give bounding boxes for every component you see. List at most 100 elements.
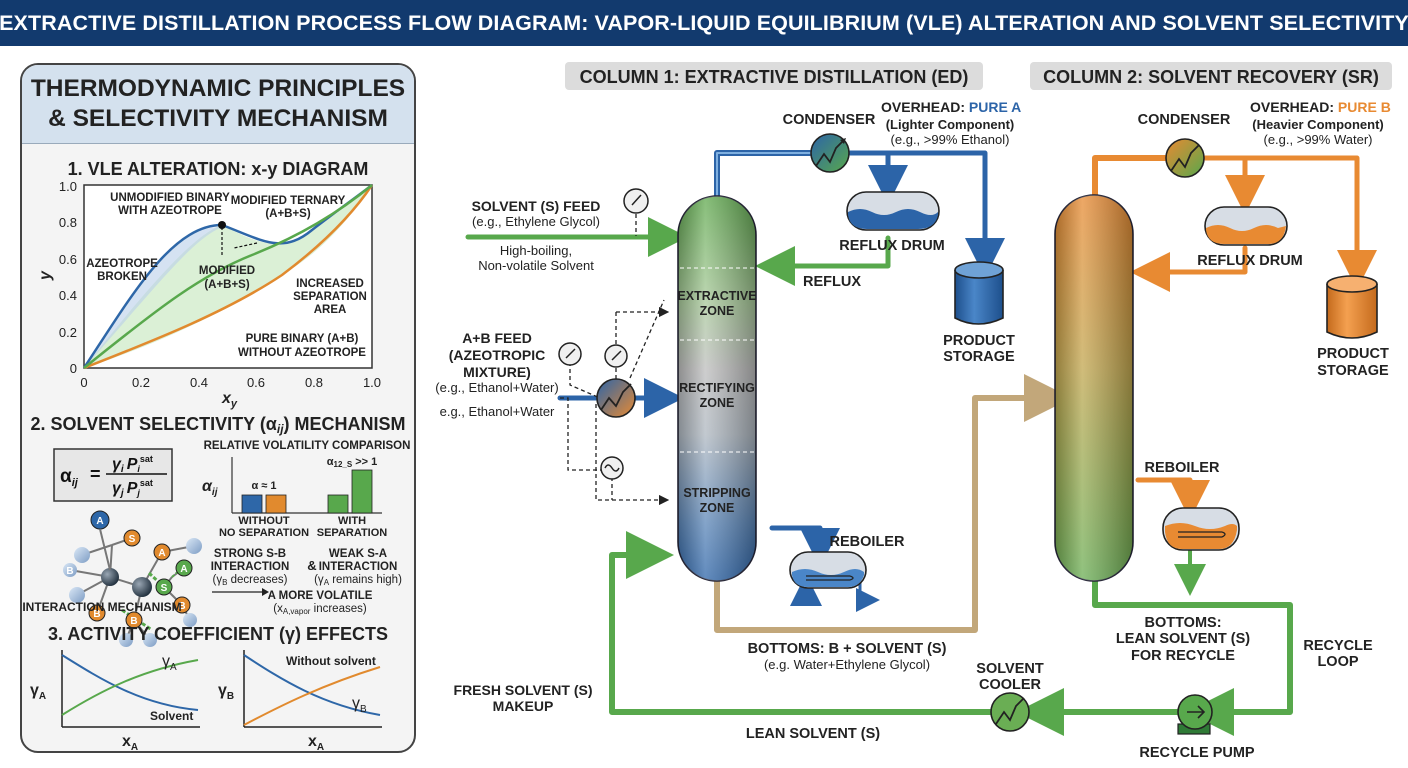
svg-text:αij: αij bbox=[60, 466, 79, 489]
product-storage-icon bbox=[954, 261, 1004, 325]
svg-text:0.8: 0.8 bbox=[305, 375, 323, 390]
lean-solvent-label: LEAN SOLVENT (S) bbox=[746, 726, 880, 742]
svg-text:Without solvent: Without solvent bbox=[286, 654, 376, 668]
page-title: EXTRACTIVE DISTILLATION PROCESS FLOW DIA… bbox=[0, 0, 1408, 46]
svg-text:0.8: 0.8 bbox=[59, 215, 77, 230]
rv-ylabel: αij bbox=[202, 478, 218, 498]
reflux-drum1-label: REFLUX DRUM bbox=[839, 238, 945, 254]
panel-header-line2: & SELECTIVITY MECHANISM bbox=[48, 105, 388, 132]
bottoms-pipe bbox=[714, 374, 1072, 633]
svg-text:BROKEN: BROKEN bbox=[97, 271, 147, 283]
svg-text:A: A bbox=[158, 548, 165, 559]
column1-header: COLUMN 1: EXTRACTIVE DISTILLATION (ED) bbox=[580, 67, 969, 87]
rv-labels: α ≈ 1 α12_S >> 1 WITHOUT NO SEPARATION W… bbox=[219, 456, 387, 539]
svg-text:ZONE: ZONE bbox=[700, 304, 735, 318]
column1-header-bg bbox=[565, 62, 983, 90]
interaction-molecules: A A A S S B B B B bbox=[63, 510, 202, 647]
recycle-loop-pipe bbox=[1092, 577, 1293, 736]
modified-ternary-curve bbox=[83, 184, 373, 369]
svg-text:SEPARATION: SEPARATION bbox=[293, 291, 367, 303]
heat-exchanger-icon bbox=[596, 378, 636, 418]
svg-text:0.6: 0.6 bbox=[247, 375, 265, 390]
product-storage1-line1: PRODUCT bbox=[943, 333, 1015, 349]
rv-bar-without-a bbox=[241, 494, 263, 514]
product-storage-icon bbox=[1326, 275, 1378, 339]
svg-text:STRONG S-B: STRONG S-B bbox=[214, 548, 286, 560]
bottoms1-label: BOTTOMS: B + SOLVENT (S) bbox=[748, 641, 947, 657]
svg-text:INTERACTION: INTERACTION bbox=[211, 561, 290, 573]
svg-text:PURE BINARY (A+B): PURE BINARY (A+B) bbox=[246, 333, 359, 345]
product-storage2-line1: PRODUCT bbox=[1317, 346, 1389, 362]
svg-text:FOR RECYCLE: FOR RECYCLE bbox=[1131, 648, 1235, 664]
column2-header-bg bbox=[1030, 62, 1392, 90]
svg-text:NO SEPARATION: NO SEPARATION bbox=[219, 527, 309, 539]
reflux-pipe bbox=[755, 235, 891, 286]
solvent-feed-title: SOLVENT (S) FEED bbox=[472, 198, 601, 214]
svg-text:xA: xA bbox=[122, 733, 138, 751]
recycle-pump-label: RECYCLE PUMP bbox=[1139, 745, 1255, 761]
column2-header: COLUMN 2: SOLVENT RECOVERY (SR) bbox=[1043, 67, 1379, 87]
svg-text:(A+B+S): (A+B+S) bbox=[265, 208, 311, 220]
selectivity-formula-box bbox=[53, 448, 173, 502]
condenser-icon bbox=[1165, 138, 1205, 178]
svg-text:UNMODIFIED BINARY: UNMODIFIED BINARY bbox=[110, 192, 230, 204]
svg-text:0.4: 0.4 bbox=[190, 375, 208, 390]
ab-feed-example2: e.g., Ethanol+Water bbox=[440, 404, 555, 419]
x-axis-label: xy bbox=[221, 390, 238, 410]
svg-text:A MORE VOLATILE: A MORE VOLATILE bbox=[268, 590, 373, 602]
overhead-b-label: OVERHEAD: PURE B bbox=[1250, 99, 1391, 115]
svg-text:S: S bbox=[161, 583, 168, 594]
panel-header: THERMODYNAMIC PRINCIPLES & SELECTIVITY M… bbox=[22, 65, 414, 144]
gamma-b-plot: γB Without solvent γB xA bbox=[218, 650, 382, 751]
section3-title: 3. ACTIVITY COEFFICIENT (γ) EFFECTS bbox=[48, 624, 388, 644]
pressure-gauge-icon bbox=[623, 188, 649, 214]
overhead-b-sub1: (Heavier Component) bbox=[1252, 117, 1383, 132]
reboiler1-label: REBOILER bbox=[830, 534, 905, 550]
svg-text:A+B FEED: A+B FEED bbox=[462, 330, 532, 346]
pure-binary-curve bbox=[83, 184, 374, 370]
svg-text:EXTRACTIVE: EXTRACTIVE bbox=[677, 289, 756, 303]
svg-text:WITHOUT: WITHOUT bbox=[238, 515, 290, 527]
svg-text:γB: γB bbox=[218, 682, 234, 702]
condenser2-label: CONDENSER bbox=[1138, 112, 1231, 128]
svg-text:=: = bbox=[90, 464, 101, 484]
section1-title: 1. VLE ALTERATION: x-y DIAGRAM bbox=[68, 159, 369, 179]
svg-text:(A+B+S): (A+B+S) bbox=[204, 279, 250, 291]
solvent-feed-example: (e.g., Ethylene Glycol) bbox=[472, 214, 600, 229]
pressure-gauge-icon bbox=[604, 344, 628, 368]
svg-text:0: 0 bbox=[70, 361, 77, 376]
svg-text:LEAN SOLVENT (S): LEAN SOLVENT (S) bbox=[1116, 631, 1250, 647]
rv-bar-with-s bbox=[351, 469, 373, 514]
overhead-a-label: OVERHEAD: PURE A bbox=[881, 99, 1021, 115]
xy-annotations: UNMODIFIED BINARY WITH AZEOTROPE MODIFIE… bbox=[86, 192, 367, 359]
svg-text:0.6: 0.6 bbox=[59, 252, 77, 267]
svg-text:1.0: 1.0 bbox=[59, 179, 77, 194]
bottoms2-labels: BOTTOMS: LEAN SOLVENT (S) FOR RECYCLE bbox=[1116, 615, 1250, 664]
svg-text:A: A bbox=[180, 564, 187, 575]
svg-text:MODIFIED: MODIFIED bbox=[199, 265, 255, 277]
solvent-feed-desc2: Non-volatile Solvent bbox=[478, 258, 594, 273]
svg-text:0.4: 0.4 bbox=[59, 288, 77, 303]
increased-separation-area bbox=[84, 185, 372, 368]
svg-text:0: 0 bbox=[80, 375, 87, 390]
bottoms1-example: (e.g. Water+Ethylene Glycol) bbox=[764, 657, 930, 672]
svg-text:SEPARATION: SEPARATION bbox=[317, 527, 388, 539]
svg-text:B: B bbox=[66, 566, 73, 577]
overhead-a-sub1: (Lighter Component) bbox=[886, 117, 1015, 132]
svg-text:A: A bbox=[96, 516, 103, 527]
panel-header-line1: THERMODYNAMIC PRINCIPLES bbox=[30, 75, 406, 102]
thermodynamic-principles-panel: THERMODYNAMIC PRINCIPLES & SELECTIVITY M… bbox=[20, 63, 416, 753]
svg-text:0.2: 0.2 bbox=[132, 375, 150, 390]
svg-text:S: S bbox=[129, 534, 136, 545]
reflux-drum-icon bbox=[846, 191, 940, 231]
condenser1-label: CONDENSER bbox=[783, 112, 876, 128]
svg-text:WITHOUT AZEOTROPE: WITHOUT AZEOTROPE bbox=[238, 347, 366, 359]
overhead-vapor-pipe bbox=[714, 150, 813, 199]
svg-text:B: B bbox=[178, 601, 185, 612]
pressure-gauge-icon bbox=[558, 342, 582, 366]
recycle-loop-line1: RECYCLE bbox=[1303, 638, 1373, 654]
svg-text:ZONE: ZONE bbox=[700, 501, 735, 515]
ab-feed-example: (e.g., Ethanol+Water) bbox=[435, 380, 558, 395]
